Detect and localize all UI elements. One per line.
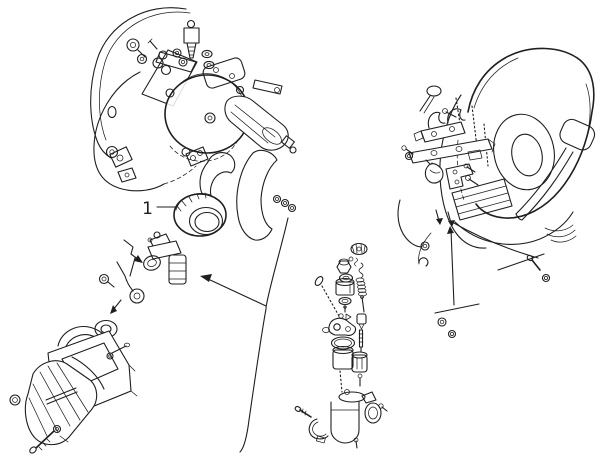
callout-1: 1 — [142, 199, 177, 219]
elbow-fitting — [424, 163, 444, 184]
throttle-slide — [335, 277, 355, 296]
mounting-lug — [109, 146, 137, 183]
right-engine-assembly — [397, 47, 596, 339]
float-arm — [322, 317, 357, 336]
leader-t2 — [434, 226, 480, 339]
manifold-elbow — [199, 152, 236, 203]
carburetor-exploded-column — [314, 242, 368, 393]
angle-bracket — [445, 163, 474, 190]
fork-lever — [98, 257, 145, 304]
manifold-clamp — [308, 418, 329, 444]
exhaust-flange — [185, 146, 209, 167]
jet-holder — [351, 351, 368, 373]
crankcase — [164, 57, 283, 162]
callout-1-label: 1 — [142, 199, 153, 219]
heat-shield — [236, 149, 278, 241]
carburetor-body — [294, 389, 388, 449]
spark-plug — [183, 19, 200, 59]
cylinder-block — [141, 49, 198, 107]
leader-t1 — [451, 221, 551, 283]
nut-trio — [272, 194, 297, 213]
clamp-bolt — [294, 406, 312, 418]
selector-bracket — [413, 108, 466, 143]
float — [332, 345, 354, 370]
seal-ring — [173, 192, 227, 237]
long-screw — [29, 430, 55, 454]
fan-cowl — [467, 47, 595, 243]
rubber-plug — [419, 85, 442, 114]
air-filter-assembly — [9, 326, 138, 454]
right-cylinder-block — [451, 178, 574, 245]
fuel-tap-assembly — [94, 231, 187, 339]
fastener-cluster — [126, 38, 215, 76]
left-engine-assembly — [90, 7, 297, 241]
kickstart-pedal — [515, 118, 596, 221]
clutch-drum — [224, 95, 297, 154]
bracket-arm — [404, 138, 496, 164]
center-leader-line — [200, 217, 289, 453]
filter-cover-plate — [24, 360, 98, 446]
side-cover — [93, 71, 165, 192]
